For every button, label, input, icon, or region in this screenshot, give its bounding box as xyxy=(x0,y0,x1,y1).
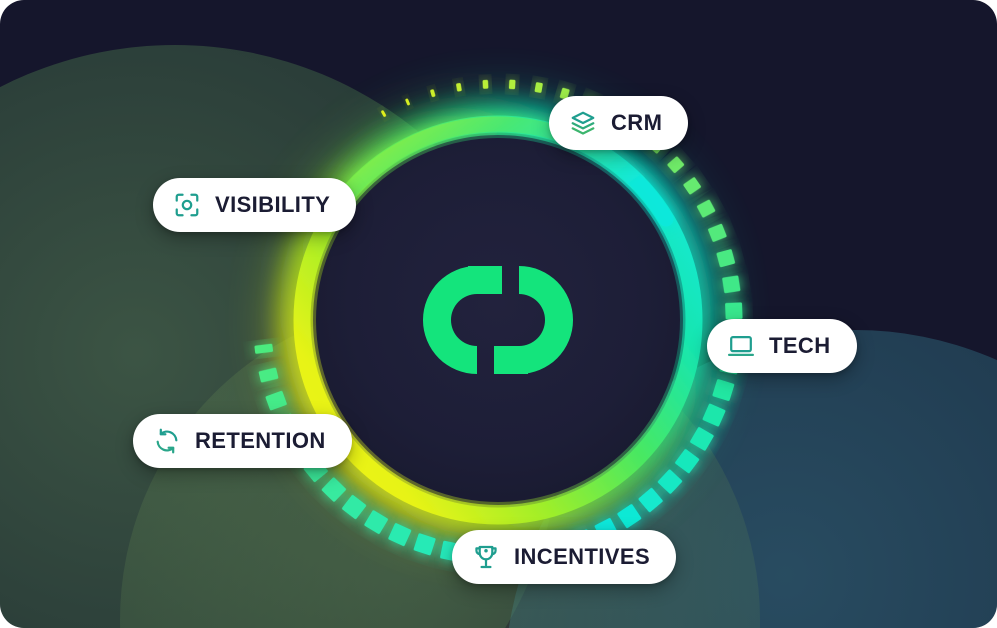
ring-tick xyxy=(508,79,516,90)
ring-tick xyxy=(364,510,388,534)
node-visibility[interactable]: VISIBILITY xyxy=(153,178,357,232)
ring-tick xyxy=(342,495,367,520)
logo-ring-left xyxy=(422,266,477,374)
ring-tick xyxy=(722,275,741,294)
ring-tick xyxy=(617,504,642,529)
ring-tick xyxy=(702,403,726,427)
node-label: RETENTION xyxy=(195,428,326,453)
ring-solid-top-accent xyxy=(322,116,674,227)
ring-tick xyxy=(258,367,279,383)
ring-tick xyxy=(725,302,743,320)
ring-tick xyxy=(683,177,701,195)
ring-tick xyxy=(321,477,346,502)
ring-tick xyxy=(675,449,700,474)
logo-link-bar-2 xyxy=(494,346,528,374)
logo-ring-right xyxy=(519,266,574,374)
node-crm[interactable]: CRM xyxy=(549,96,689,150)
node-incentives[interactable]: INCENTIVES xyxy=(452,530,677,584)
node-label: VISIBILITY xyxy=(215,192,331,217)
ring-tick xyxy=(690,427,714,451)
node-label: CRM xyxy=(611,110,663,135)
node-label: INCENTIVES xyxy=(514,544,651,569)
ring-tick xyxy=(254,343,274,354)
ring-tick xyxy=(696,199,716,218)
ring-tick xyxy=(430,89,436,98)
ring-tick xyxy=(534,82,543,93)
refresh-cycle-icon xyxy=(156,428,178,454)
ring-tick xyxy=(405,98,410,106)
ring-tick xyxy=(456,83,462,92)
ring-tick xyxy=(482,79,489,89)
ring-tick xyxy=(708,223,727,242)
focus-scan-icon xyxy=(175,193,199,217)
layers-icon xyxy=(571,111,595,135)
ring-tick xyxy=(265,390,287,411)
center-disc xyxy=(316,138,680,502)
ring-tick xyxy=(667,156,685,174)
trophy-icon xyxy=(475,545,497,569)
logo-link-bar-1 xyxy=(468,266,502,294)
ring-tick xyxy=(638,487,663,513)
ring-tick xyxy=(381,110,387,117)
ring-tick xyxy=(657,469,683,494)
interlocking-rings-logo xyxy=(422,266,574,374)
ring-tick xyxy=(413,533,436,556)
ring-tick xyxy=(388,523,412,547)
node-retention[interactable]: RETENTION xyxy=(133,414,352,468)
ring-tick xyxy=(716,249,736,268)
node-tech[interactable]: TECH xyxy=(707,319,857,373)
node-label: TECH xyxy=(769,333,831,358)
ring-tick xyxy=(712,379,735,401)
laptop-icon xyxy=(727,336,755,356)
